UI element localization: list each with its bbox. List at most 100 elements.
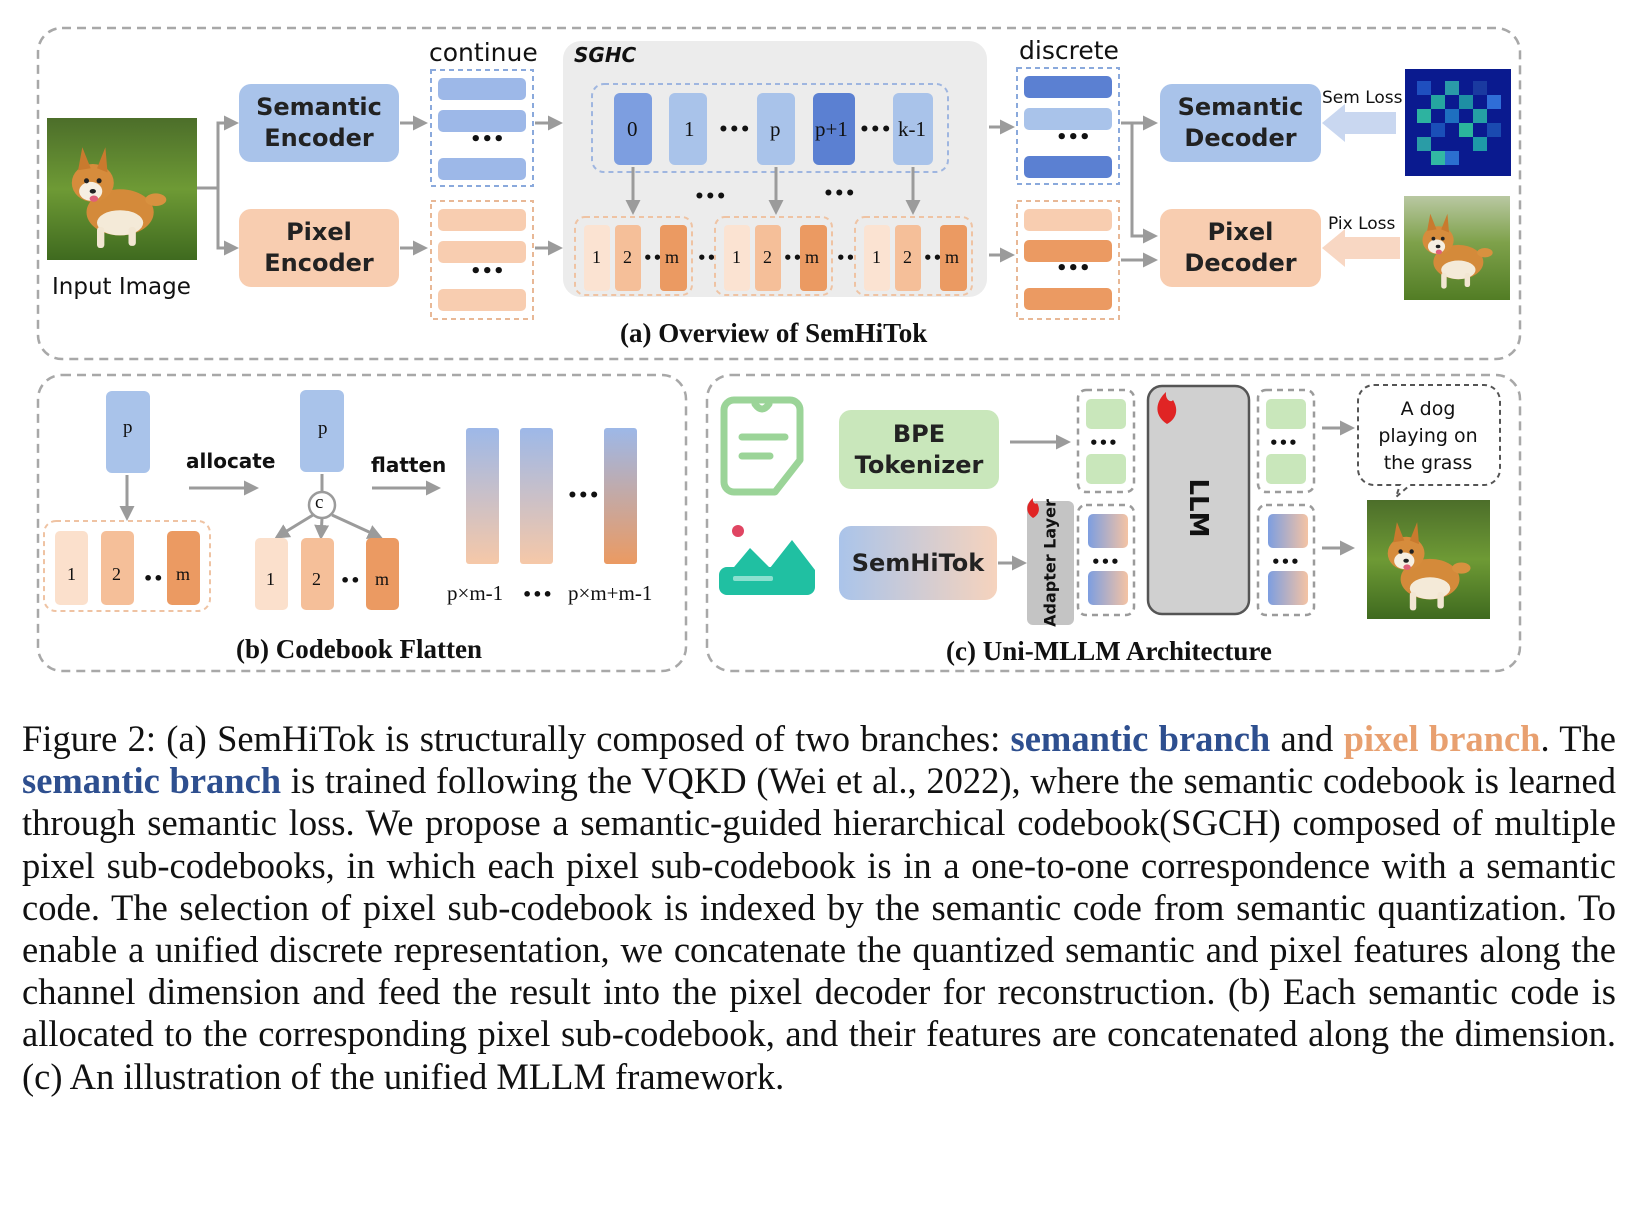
input-image-label: Input Image	[52, 274, 191, 300]
discrete-semantic-tokens	[1016, 67, 1120, 185]
b-right-label-1: 1	[266, 569, 275, 589]
flat-right-label: p×m+m-1	[568, 581, 653, 605]
continue-pix-ellipsis: •••	[470, 261, 505, 282]
code-label-p-plus-1: p+1	[815, 117, 848, 141]
sub3-dots: ••	[923, 249, 943, 267]
sub2-label-m: m	[805, 247, 820, 267]
flat-label-ellipsis: •••	[522, 585, 553, 604]
reconstructed-dog-image	[1404, 196, 1510, 300]
semantic-code-p-right	[300, 390, 344, 472]
continue-label: continue	[429, 38, 538, 67]
input-dog-image	[47, 118, 197, 260]
caption-semantic-branch-2: semantic branch	[22, 760, 282, 802]
sub1-dots: ••	[643, 249, 663, 267]
pixel-decoder-block: Pixel Decoder	[1160, 209, 1321, 287]
caption-part-3: is trained following the VQKD (Wei et al…	[22, 760, 1616, 1097]
caption-semantic-branch: semantic branch	[1010, 718, 1271, 759]
pix-loss-arrow	[1322, 229, 1400, 267]
caption-part-2: . The	[1540, 718, 1616, 759]
llm-block	[1146, 384, 1251, 616]
sub1-label-1: 1	[592, 247, 601, 267]
continue-semantic-tokens	[430, 69, 534, 187]
output-text-bubble	[1357, 384, 1501, 501]
code-label-1: 1	[684, 117, 695, 141]
panel-c-frame	[705, 373, 1522, 673]
code-k-minus-1	[893, 93, 933, 165]
b-left-dots: ••	[143, 569, 164, 588]
sub2-label-1: 1	[732, 247, 741, 267]
sub-between-dots-1: ••	[697, 249, 717, 267]
codes-ellipsis-2: •••	[859, 120, 892, 140]
sub1-label-m: m	[665, 247, 680, 267]
flattened-code-1	[466, 428, 499, 564]
flatten-label: flatten	[371, 453, 447, 477]
code-label-k-minus-1: k-1	[898, 117, 926, 141]
sub2-dots: ••	[783, 249, 803, 267]
b-code-p-right-label: p	[318, 418, 328, 439]
out-img-ellipsis: •••	[1271, 553, 1300, 571]
continue-pixel-tokens	[430, 200, 534, 320]
sem-loss-arrow	[1322, 104, 1396, 142]
panel-b-title: (b) Codebook Flatten	[236, 634, 483, 664]
code-label-p: p	[770, 117, 781, 141]
code-1	[669, 93, 707, 165]
semantic-code-p-left	[106, 391, 150, 473]
discrete-pix-ellipsis: •••	[1056, 258, 1091, 279]
semhitok-block: SemHiTok	[839, 526, 997, 600]
panel-a-frame	[36, 26, 1522, 361]
llm-label: LLM	[1183, 478, 1213, 538]
arrows-ellipsis-2: •••	[823, 184, 856, 204]
flattened-code-2	[520, 428, 553, 564]
figure-diagram	[36, 26, 1522, 673]
sub1-label-2: 2	[623, 247, 632, 267]
sub-codebook-3	[864, 225, 967, 291]
semantic-feature-map	[1405, 69, 1511, 176]
document-icon	[720, 396, 804, 496]
b-left-label-m: m	[176, 564, 191, 584]
b-right-label-m: m	[375, 569, 390, 589]
flame-icon-adapter	[1027, 498, 1039, 518]
sub-codebook-1	[584, 225, 687, 291]
concat-label: c	[315, 492, 324, 513]
b-left-label-2: 2	[112, 564, 121, 584]
b-right-label-2: 2	[312, 569, 321, 589]
b-code-p-left-label: p	[123, 417, 133, 438]
discrete-label: discrete	[1019, 36, 1119, 65]
image-icon	[719, 515, 815, 595]
codes-ellipsis-1: •••	[718, 120, 751, 140]
allocate-label: allocate	[186, 449, 276, 473]
flattened-code-3	[604, 428, 637, 564]
figure-caption: Figure 2: (a) SemHiTok is structurally c…	[22, 718, 1616, 1098]
continue-sem-ellipsis: •••	[470, 129, 505, 150]
out-text-ellipsis: •••	[1269, 434, 1298, 452]
caption-part-1: Figure 2: (a) SemHiTok is structurally c…	[22, 718, 1011, 759]
code-p-plus-1	[813, 93, 855, 165]
b-right-dots: ••	[340, 571, 361, 590]
semantic-encoder-block: Semantic Encoder	[239, 84, 399, 162]
pixel-encoder-block: Pixel Encoder	[239, 209, 399, 287]
sghc-label: SGHC	[574, 43, 637, 67]
panel-a-title: (a) Overview of SemHiTok	[620, 318, 928, 348]
code-p	[757, 93, 795, 165]
panel-b-frame	[36, 373, 688, 673]
sub3-label-2: 2	[903, 247, 912, 267]
bpe-tokenizer-block: BPE Tokenizer	[839, 410, 999, 489]
caption-and: and	[1270, 718, 1344, 759]
discrete-sem-ellipsis: •••	[1056, 127, 1091, 148]
output-dog-image	[1367, 500, 1490, 619]
flattened-ellipsis: •••	[567, 486, 600, 506]
b-left-label-1: 1	[67, 564, 76, 584]
code-0	[614, 93, 652, 165]
adapter-layer-label: Adapter Layer	[1040, 499, 1060, 627]
in-text-ellipsis: •••	[1089, 434, 1118, 452]
sub2-label-2: 2	[763, 247, 772, 267]
sub3-label-m: m	[945, 247, 960, 267]
semantic-decoder-block: Semantic Decoder	[1160, 84, 1321, 162]
sub-codebook-2	[724, 225, 827, 291]
flame-icon-llm	[1157, 392, 1177, 424]
in-img-ellipsis: •••	[1091, 553, 1120, 571]
pix-loss-label: Pix Loss	[1328, 214, 1396, 234]
sub3-label-1: 1	[872, 247, 881, 267]
arrows-ellipsis-1: •••	[694, 187, 727, 207]
output-text: A dog playing on the grass	[1378, 398, 1478, 474]
